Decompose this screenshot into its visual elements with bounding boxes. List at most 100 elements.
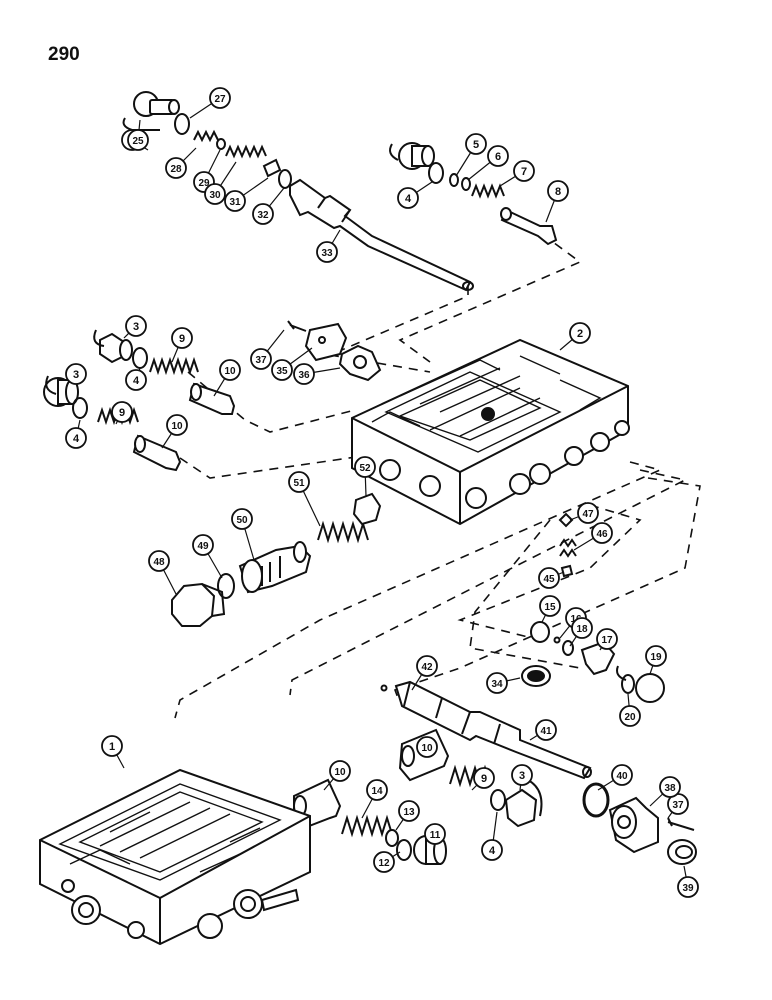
callout-circle [424, 823, 446, 845]
callout-19: 19 [645, 645, 667, 675]
callout-41: 41 [529, 719, 557, 741]
callout-4: 4 [125, 367, 147, 391]
callout-label: 28 [170, 164, 182, 175]
ball-45 [560, 564, 574, 578]
callout-circle [645, 645, 667, 667]
callout-17: 17 [596, 628, 618, 651]
plug-3-mid-a [99, 332, 133, 364]
regulator-group [171, 492, 382, 627]
pin-31 [262, 158, 282, 178]
callout-label: 3 [133, 321, 139, 333]
callout-label: 18 [576, 624, 588, 635]
screw-37-low [667, 817, 695, 831]
o-ring-18 [562, 640, 574, 656]
valve-50 [238, 541, 312, 594]
o-ring-4-low [490, 789, 506, 811]
callout-label: 29 [198, 178, 210, 189]
callout-46: 46 [573, 522, 613, 551]
callout-circle [148, 550, 170, 572]
callout-circle [398, 800, 420, 822]
callout-circle [125, 315, 147, 337]
spring-9-mid-a [149, 356, 199, 376]
callout-circle [677, 876, 699, 898]
right-side-group [521, 621, 665, 703]
callout-circle [481, 839, 503, 861]
callout-15: 15 [539, 595, 561, 623]
callout-circle [487, 145, 509, 167]
callout-circle [577, 502, 599, 524]
callout-circle [571, 617, 593, 639]
callout-circle [224, 190, 246, 212]
callout-8: 8 [545, 180, 569, 223]
callout-circle [569, 322, 591, 344]
check-47 [558, 512, 574, 528]
callout-circle [416, 736, 438, 758]
callout-49: 49 [192, 534, 223, 579]
callout-circle [547, 180, 569, 202]
callout-circle [111, 401, 133, 423]
callout-circle [619, 705, 641, 727]
callout-label: 52 [359, 463, 371, 474]
plate-36 [338, 344, 382, 382]
lower-right-group [582, 782, 697, 865]
callout-circle [465, 133, 487, 155]
callout-label: 7 [521, 166, 527, 178]
callout-9: 9 [171, 327, 193, 363]
callout-3: 3 [123, 315, 147, 339]
callout-circle [366, 779, 388, 801]
callout-10: 10 [161, 414, 188, 449]
callout-label: 9 [119, 407, 125, 419]
callout-circle [271, 359, 293, 381]
callout-label: 11 [430, 830, 441, 841]
callout-label: 20 [624, 712, 636, 723]
callout-label: 8 [555, 186, 561, 198]
callout-label: 1 [109, 741, 115, 753]
callout-label: 40 [616, 771, 628, 782]
callout-4: 4 [65, 419, 87, 449]
washer-39 [667, 839, 697, 865]
callout-25: 25 [127, 119, 149, 151]
callout-37: 37 [250, 329, 285, 370]
callout-35: 35 [271, 347, 313, 381]
callout-10: 10 [213, 359, 241, 397]
callout-9: 9 [111, 401, 133, 425]
callout-label: 38 [664, 783, 676, 794]
callout-circle [373, 851, 395, 873]
callout-circle [473, 767, 495, 789]
bracket-19 [616, 665, 627, 681]
spring-51 [317, 520, 369, 544]
callout-label: 10 [171, 421, 183, 432]
top-right-group [389, 142, 558, 246]
callout-circle [329, 760, 351, 782]
ball-16 [553, 636, 561, 644]
callout-label: 6 [495, 151, 501, 163]
callout-label: 5 [473, 139, 479, 151]
callout-33: 33 [316, 229, 341, 263]
callout-label: 25 [132, 136, 144, 147]
plug-48 [171, 582, 226, 627]
callout-32: 32 [252, 187, 285, 225]
callout-30: 30 [204, 161, 237, 205]
o-ring-20 [621, 674, 635, 694]
callout-48: 48 [148, 550, 177, 595]
o-ring-49 [217, 573, 235, 599]
callout-52: 52 [354, 456, 376, 497]
callout-circle [535, 719, 557, 741]
callout-label: 32 [257, 210, 269, 221]
washer-34 [521, 665, 551, 687]
callout-label: 10 [334, 767, 346, 778]
callout-11: 11 [424, 823, 446, 845]
screw-37-top [287, 320, 307, 332]
callout-31: 31 [224, 177, 269, 212]
callout-circle [165, 157, 187, 179]
callout-label: 3 [73, 369, 79, 381]
spring-46 [559, 538, 577, 558]
callout-circle [204, 183, 226, 205]
callout-18: 18 [569, 617, 593, 647]
callout-circle [171, 327, 193, 349]
callout-label: 46 [596, 529, 608, 540]
bracket-3-low [527, 779, 543, 817]
callout-label: 49 [197, 541, 209, 552]
callout-label: 35 [276, 366, 288, 377]
